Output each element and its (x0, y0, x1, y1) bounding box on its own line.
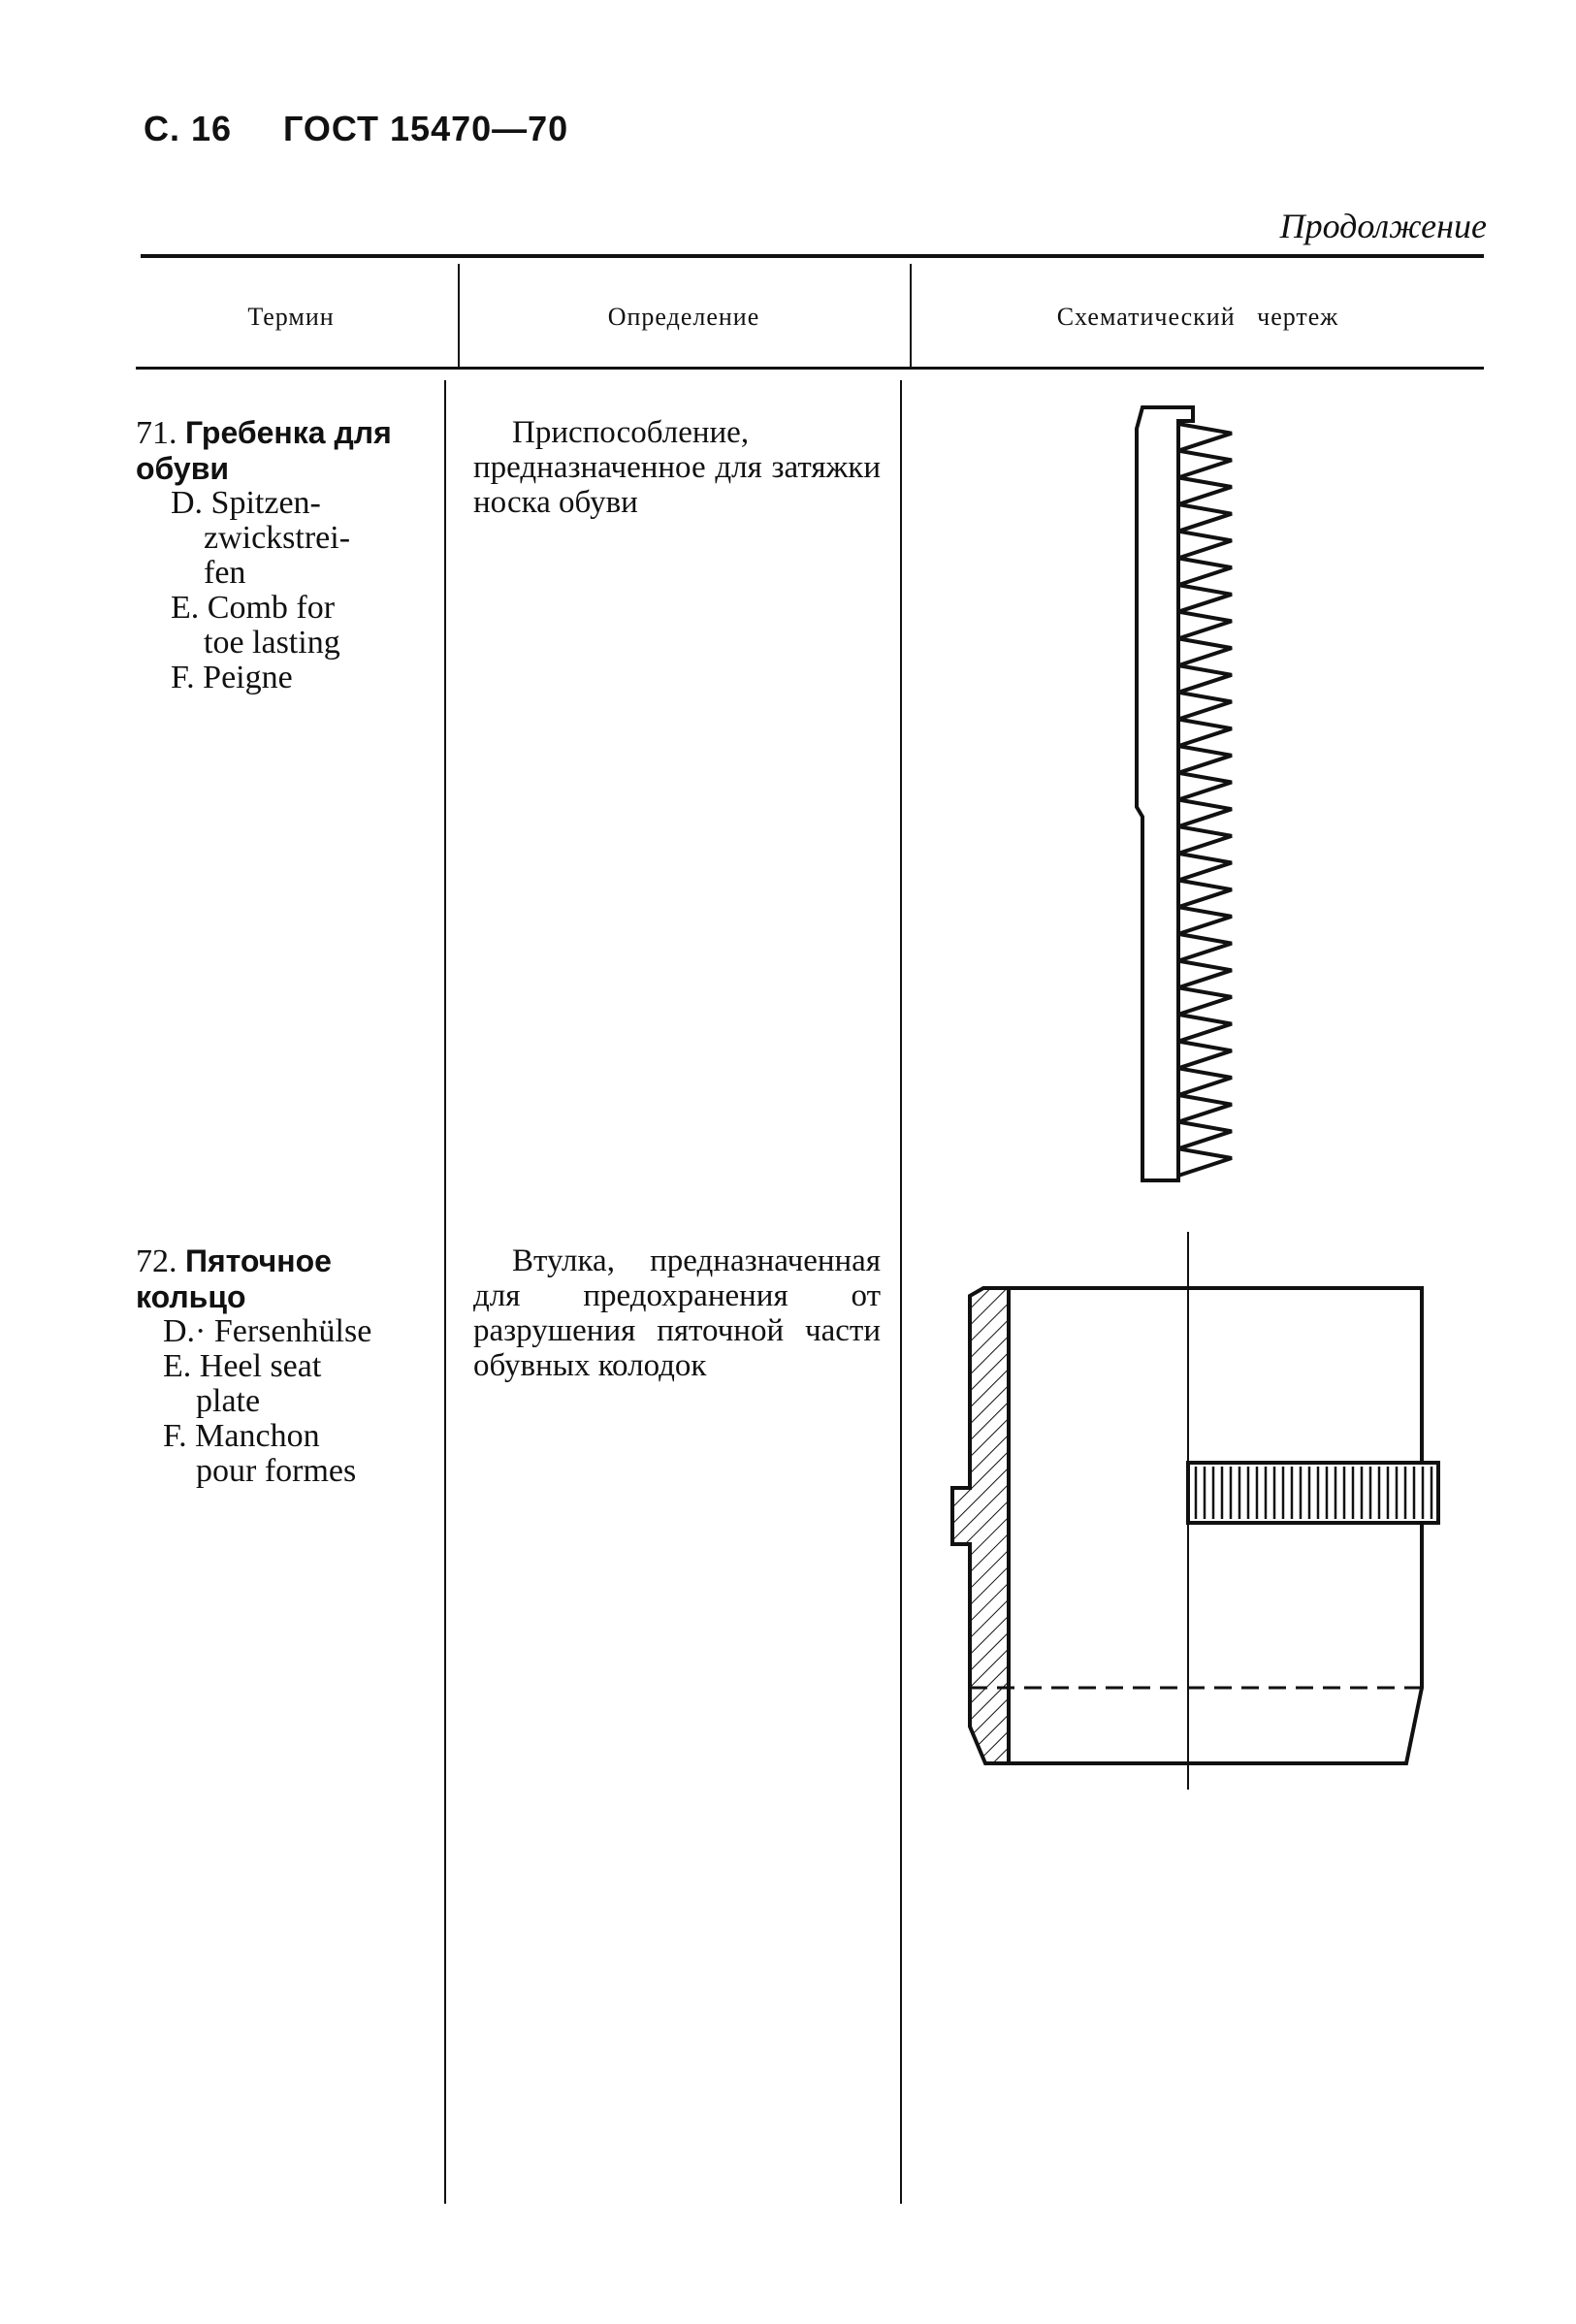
table-header-rule (136, 367, 1484, 370)
comb-drawing (1135, 405, 1233, 1182)
translation-line: F. Peigne (171, 660, 293, 695)
term-title-line: Гребенка для (185, 415, 392, 450)
translation-line: pour formes (163, 1453, 357, 1489)
translation-line: fen (171, 555, 246, 591)
column-header-definition: Определение (607, 303, 760, 331)
term-title-line: Пяточное (185, 1243, 332, 1278)
page-number: С. 16 (144, 109, 233, 148)
definition-71: Приспособление, предназначенное для затя… (473, 415, 881, 520)
translation-line: toe lasting (171, 625, 340, 661)
column-header-term: Термин (247, 303, 335, 331)
column-divider-1-body (444, 380, 446, 2204)
translation-line: F. Manchon (163, 1418, 320, 1454)
translation-line: D.· Fersenhülse (163, 1313, 372, 1349)
heel-ring-drawing (950, 1232, 1440, 1790)
column-divider-2-body (900, 380, 902, 2204)
translation-line: zwickstrei- (171, 520, 351, 556)
standard-code: ГОСТ 15470—70 (283, 109, 569, 148)
table-top-rule (141, 254, 1484, 258)
column-header-drawing: Схематический чертеж (1056, 303, 1339, 331)
continuation-label: Продолжение (1279, 207, 1487, 245)
term-title-line: обуви (136, 451, 230, 486)
term-title-line: кольцо (136, 1279, 246, 1314)
term-entry-71: 71. Гребенка для обуви D. Spitzen- zwick… (136, 415, 392, 695)
term-entry-72: 72. Пяточное кольцо D.· Fersenhülse E. H… (136, 1243, 371, 1489)
translation-line: plate (163, 1383, 261, 1419)
term-number: 71. (136, 415, 177, 451)
translation-line: E. Heel seat (163, 1348, 322, 1384)
translation-line: D. Spitzen- (171, 485, 321, 521)
definition-72: Втулка, предназначенная для предохранени… (473, 1243, 881, 1383)
column-divider-2 (910, 264, 912, 367)
translation-line: E. Comb for (171, 590, 336, 626)
column-divider-1 (458, 264, 460, 367)
term-number: 72. (136, 1243, 177, 1279)
